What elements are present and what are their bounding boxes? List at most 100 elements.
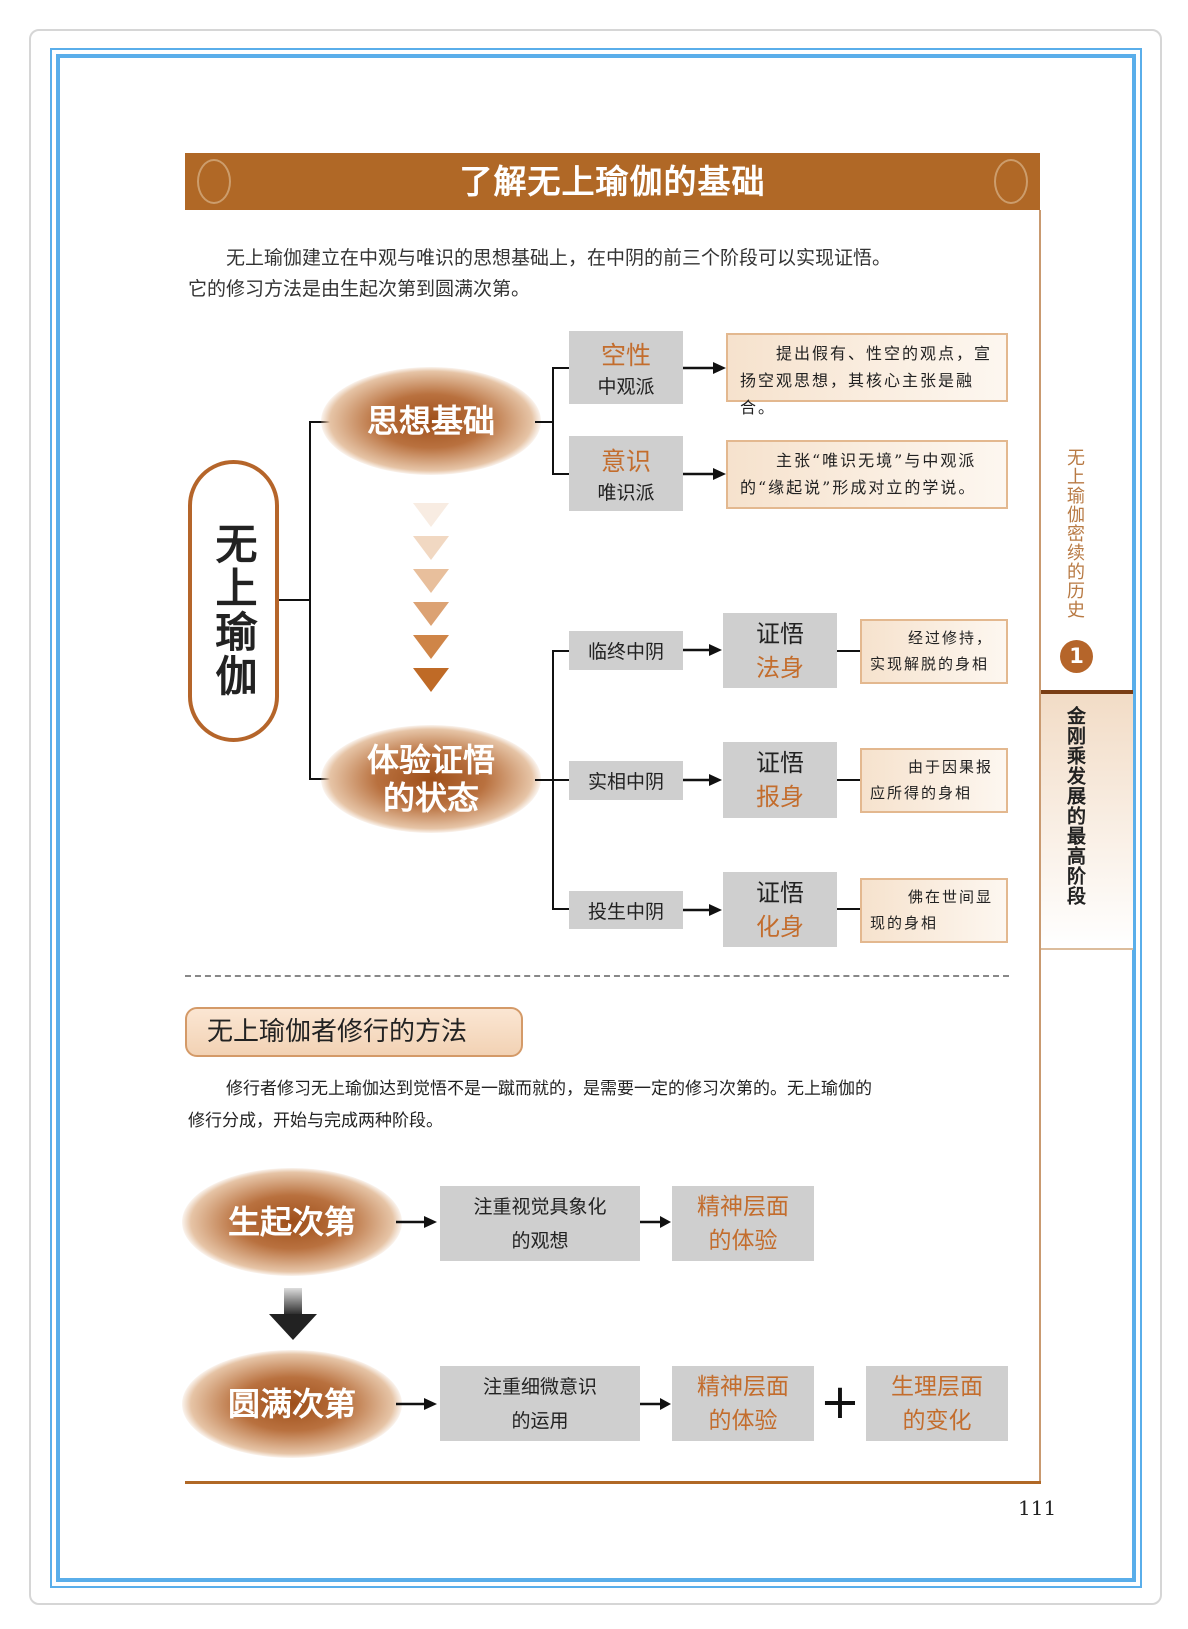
body-description: 由于因果报应所得的身相 <box>860 748 1008 813</box>
down-triangle-icon <box>413 635 449 659</box>
section-tab-label: 金刚乘发展的最高阶段 <box>1064 706 1086 906</box>
chapter-title: 无上瑜伽密续的历史 <box>1064 448 1085 619</box>
connector <box>837 650 860 652</box>
experience-node: 体验证悟的状态 <box>321 725 541 833</box>
section-tab[interactable]: 金刚乘发展的最高阶段 <box>1041 690 1133 950</box>
arrow-right-icon <box>640 1398 671 1410</box>
connector <box>552 908 569 910</box>
experience-label-1: 体验证悟 <box>366 741 495 779</box>
focus-line: 注重视觉具象化 <box>473 1195 607 1218</box>
foundation-label: 思想基础 <box>366 402 495 440</box>
result-line: 的体验 <box>708 1227 778 1254</box>
page-title: 了解无上瑜伽的基础 <box>459 162 766 201</box>
intro-line-1: 无上瑜伽建立在中观与唯识的思想基础上，在中阴的前三个阶段可以实现证悟。 <box>226 247 892 269</box>
school-box-yogacara: 意识 唯识派 <box>569 436 683 511</box>
school-description: 提出假有、性空的观点，宣扬空观思想，其核心主张是融合。 <box>726 333 1008 417</box>
connector <box>309 421 331 423</box>
foundation-node: 思想基础 <box>321 367 541 475</box>
bardo-box: 临终中阴 <box>569 631 683 670</box>
completion-stage-node: 圆满次第 <box>182 1350 402 1458</box>
focus-line: 的运用 <box>511 1409 569 1432</box>
school-box-madhyamaka: 空性 中观派 <box>569 331 683 404</box>
progress-triangles <box>413 503 449 692</box>
enlightenment-label: 证悟 <box>756 749 804 777</box>
generation-focus-box: 注重视觉具象化的观想 <box>440 1186 640 1261</box>
result-line: 的体验 <box>708 1407 778 1434</box>
connector <box>837 908 860 910</box>
body-description: 佛在世间显现的身相 <box>860 878 1008 943</box>
physical-result-box: 生理层面的变化 <box>866 1366 1008 1441</box>
bardo-box: 实相中阴 <box>569 761 683 800</box>
connector <box>309 778 331 780</box>
arrow-right-icon <box>640 1216 671 1228</box>
cloud-ornament-icon <box>994 159 1028 204</box>
connector <box>535 421 553 423</box>
connector <box>552 367 569 369</box>
result-line: 精神层面 <box>697 1373 789 1400</box>
school-label: 中观派 <box>597 376 655 398</box>
page-title-banner: 了解无上瑜伽的基础 <box>185 153 1040 210</box>
margin-rule <box>1039 210 1041 1482</box>
connector <box>552 367 554 475</box>
down-triangle-icon <box>413 503 449 527</box>
generation-stage-label: 生起次第 <box>227 1203 356 1241</box>
enlightenment-box-nirmanakaya: 证悟化身 <box>723 872 837 947</box>
completion-result-box: 精神层面的体验 <box>672 1366 814 1441</box>
connector <box>279 599 311 601</box>
enlightenment-box-dharmakaya: 证悟法身 <box>723 613 837 688</box>
bottom-rule <box>185 1481 1041 1484</box>
result-line: 的变化 <box>902 1407 972 1434</box>
connector <box>552 650 569 652</box>
result-line: 精神层面 <box>697 1193 789 1220</box>
page-frame <box>29 29 1162 1605</box>
chapter-number-badge: 1 <box>1060 640 1093 673</box>
generation-stage-node: 生起次第 <box>182 1168 402 1276</box>
arrow-right-icon <box>683 904 722 916</box>
down-triangle-icon <box>413 668 449 692</box>
body-label: 法身 <box>756 653 804 682</box>
page-number: 111 <box>1018 1496 1057 1520</box>
root-node: 无上瑜伽 <box>188 460 279 742</box>
connector <box>535 779 553 781</box>
connector <box>309 421 311 780</box>
concept-label: 意识 <box>600 447 651 476</box>
arrow-right-icon <box>683 468 726 480</box>
result-line: 生理层面 <box>891 1373 983 1400</box>
enlightenment-label: 证悟 <box>756 878 804 907</box>
experience-label-2: 的状态 <box>382 779 479 817</box>
enlightenment-box-sambhogakaya: 证悟报身 <box>723 742 837 818</box>
completion-stage-label: 圆满次第 <box>227 1385 356 1423</box>
section-paragraph-1: 修行者修习无上瑜伽达到觉悟不是一蹴而就的，是需要一定的修习次第的。无上瑜伽的 <box>226 1079 872 1099</box>
down-triangle-icon <box>413 569 449 593</box>
arrow-right-icon <box>683 644 722 656</box>
body-description: 经过修持，实现解脱的身相 <box>860 619 1008 684</box>
bardo-box: 投生中阴 <box>569 891 683 929</box>
body-label: 化身 <box>756 912 804 941</box>
plus-icon: + <box>819 1374 861 1430</box>
completion-focus-box: 注重细微意识的运用 <box>440 1366 640 1441</box>
intro-line-2: 它的修习方法是由生起次第到圆满次第。 <box>188 278 531 300</box>
enlightenment-label: 证悟 <box>756 619 804 648</box>
focus-line: 注重细微意识 <box>482 1375 597 1398</box>
section-heading: 无上瑜伽者修行的方法 <box>185 1007 523 1057</box>
down-triangle-icon <box>413 536 449 560</box>
arrow-right-icon <box>396 1398 437 1410</box>
arrow-right-icon <box>396 1216 437 1228</box>
cloud-ornament-icon <box>197 159 231 204</box>
connector <box>837 779 860 781</box>
down-triangle-icon <box>413 602 449 626</box>
page-border-inner <box>56 54 1136 1582</box>
school-description: 主张“唯识无境”与中观派的“缘起说”形成对立的学说。 <box>726 440 1008 509</box>
page-border-outer <box>50 48 1142 1588</box>
connector <box>552 779 569 781</box>
arrow-down-icon <box>269 1288 317 1340</box>
section-divider <box>185 975 1009 977</box>
connector <box>552 473 569 475</box>
school-label: 唯识派 <box>597 482 655 504</box>
focus-line: 的观想 <box>511 1229 569 1252</box>
arrow-right-icon <box>683 362 726 374</box>
concept-label: 空性 <box>600 341 651 370</box>
generation-result-box: 精神层面的体验 <box>672 1186 814 1261</box>
section-paragraph-2: 修行分成，开始与完成两种阶段。 <box>188 1111 443 1131</box>
body-label: 报身 <box>756 783 804 811</box>
